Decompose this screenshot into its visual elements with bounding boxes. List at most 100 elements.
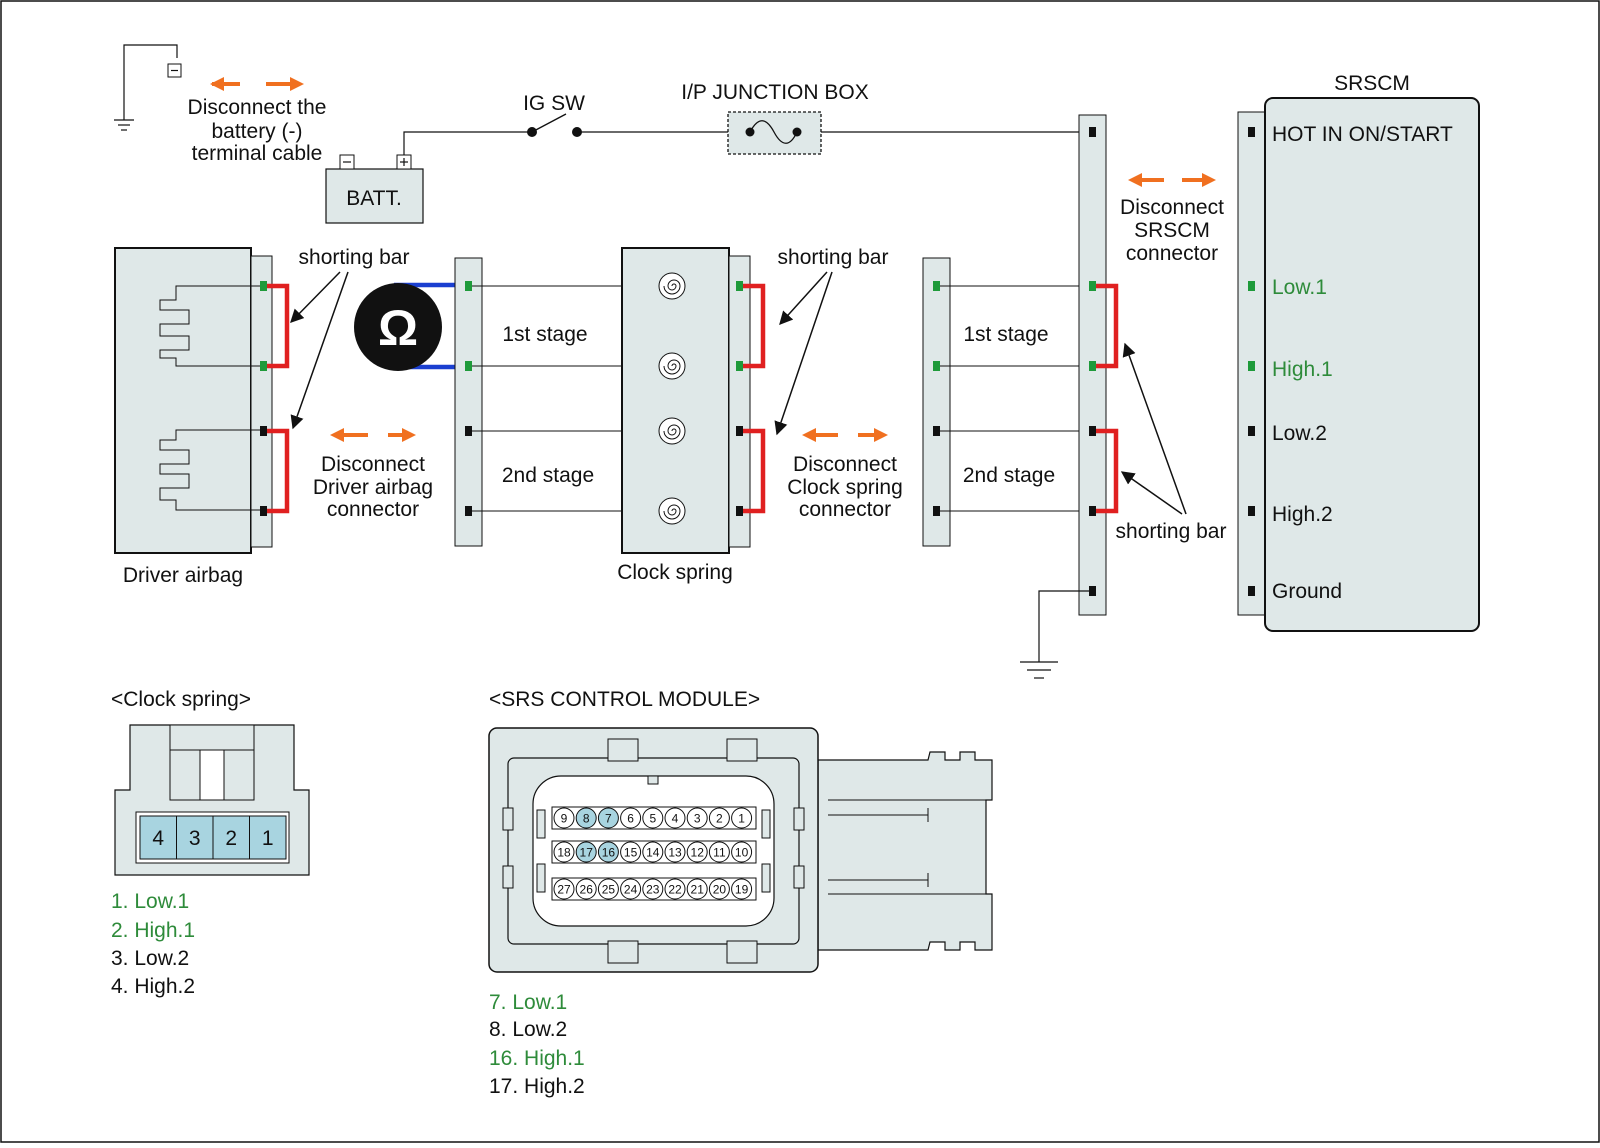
srs-pin-circle bbox=[575, 878, 597, 900]
shorting-bar-label-clock-spring: shorting bar bbox=[778, 246, 889, 269]
clock-spring-pin-cell bbox=[212, 815, 250, 860]
srs-pin-number: 23 bbox=[646, 883, 660, 897]
srs-pin-circle bbox=[731, 841, 753, 863]
ignition-switch bbox=[527, 113, 582, 137]
junction-box-fuse bbox=[727, 111, 822, 155]
srs-pin-number: 4 bbox=[672, 812, 679, 826]
srs-module-legend-3: 16. High.1 bbox=[489, 1047, 585, 1070]
harness-connector-right bbox=[922, 257, 951, 547]
stage-1-label-left: 1st stage bbox=[502, 323, 587, 346]
clock-spring-pin-number: 2 bbox=[225, 827, 237, 850]
srs-pin-circle bbox=[642, 878, 664, 900]
battery-label: BATT. bbox=[346, 187, 402, 210]
shorting-bar-label-airbag: shorting bar bbox=[299, 246, 410, 269]
srscm-title: SRSCM bbox=[1334, 72, 1410, 95]
srs-pin-number: 6 bbox=[627, 812, 634, 826]
airbag-disconnect-arrow bbox=[330, 428, 416, 442]
srs-pin-number: 27 bbox=[557, 883, 571, 897]
srs-module-legend-4: 17. High.2 bbox=[489, 1075, 585, 1098]
srs-pin-number: 1 bbox=[738, 812, 745, 826]
srs-pin-number: 21 bbox=[691, 883, 705, 897]
srs-pin-circle bbox=[642, 807, 664, 829]
clock-spring-pin-cell bbox=[139, 815, 177, 860]
battery-disconnect-label-2: battery (-) bbox=[211, 120, 302, 143]
srs-pin-circle bbox=[620, 841, 642, 863]
junction-box-label: I/P JUNCTION BOX bbox=[681, 81, 868, 104]
srs-pin-number: 7 bbox=[605, 812, 612, 826]
srs-pin-number: 24 bbox=[624, 883, 638, 897]
srs-pin-number: 11 bbox=[713, 846, 726, 860]
srs-pin-number: 3 bbox=[694, 812, 701, 826]
srs-pin-number: 13 bbox=[668, 846, 682, 860]
ground-wire bbox=[1020, 590, 1092, 679]
ohmmeter-symbol: Ω bbox=[378, 300, 418, 356]
clock-spring-pin-number: 3 bbox=[189, 827, 201, 850]
driver-airbag-module bbox=[114, 247, 273, 554]
shorting-bar-pointers-srscm bbox=[1120, 342, 1187, 515]
srs-pin-circle bbox=[597, 841, 619, 863]
battery-ground-symbol bbox=[114, 44, 182, 131]
clock-spring-label: Clock spring bbox=[617, 561, 733, 584]
clock-spring-legend-4: 4. High.2 bbox=[111, 975, 195, 998]
shorting-bar-label-srscm: shorting bar bbox=[1116, 520, 1227, 543]
srs-pin-circle bbox=[553, 807, 575, 829]
power-feed-wire bbox=[403, 131, 530, 155]
srs-pin-number: 16 bbox=[602, 846, 616, 860]
srs-pin-circle bbox=[686, 878, 708, 900]
srs-pin-circle bbox=[731, 807, 753, 829]
srs-module-connector-title: <SRS CONTROL MODULE> bbox=[489, 688, 760, 711]
srs-module-legend-2: 8. Low.2 bbox=[489, 1018, 567, 1041]
srs-pin-number: 22 bbox=[668, 883, 682, 897]
srscm-pin-ground: Ground bbox=[1272, 580, 1342, 603]
shorting-bar-pointers-clock-spring bbox=[774, 271, 833, 436]
srs-pin-circle bbox=[686, 807, 708, 829]
ig-switch-label: IG SW bbox=[523, 92, 585, 115]
airbag-disconnect-label-2: Driver airbag bbox=[313, 476, 433, 499]
battery-disconnect-label-1: Disconnect the bbox=[188, 96, 327, 119]
clock-spring-pin-number: 4 bbox=[152, 827, 164, 850]
srs-pin-number: 15 bbox=[624, 846, 638, 860]
stage-1-label-right: 1st stage bbox=[963, 323, 1048, 346]
srscm-pin-high-2: High.2 bbox=[1272, 503, 1333, 526]
clock-spring-connector-title: <Clock spring> bbox=[111, 688, 251, 711]
driver-airbag-label: Driver airbag bbox=[123, 564, 243, 587]
srs-pin-circle bbox=[553, 841, 575, 863]
srs-pin-circle bbox=[664, 841, 686, 863]
srs-pin-number: 12 bbox=[691, 846, 705, 860]
stage-2-label-left: 2nd stage bbox=[502, 464, 594, 487]
srs-pin-circle bbox=[708, 878, 730, 900]
srs-pin-number: 2 bbox=[716, 812, 723, 826]
srs-pin-number: 9 bbox=[561, 812, 568, 826]
clock-spring-disconnect-arrow bbox=[802, 428, 888, 442]
battery bbox=[325, 154, 424, 224]
clock-spring-disconnect-label-3: connector bbox=[799, 498, 891, 521]
srscm-pin-high-1: High.1 bbox=[1272, 358, 1333, 381]
clock-spring-pin-cell bbox=[176, 815, 214, 860]
srs-pin-number: 5 bbox=[649, 812, 656, 826]
srs-pin-circle bbox=[731, 878, 753, 900]
srs-pin-number: 26 bbox=[580, 883, 594, 897]
harness-wires-right bbox=[936, 285, 1092, 512]
srs-pin-number: 25 bbox=[602, 883, 616, 897]
srs-pin-circle bbox=[597, 807, 619, 829]
battery-disconnect-arrow bbox=[210, 77, 304, 91]
srscm-pin-low-2: Low.2 bbox=[1272, 422, 1327, 445]
srscm-disconnect-arrow bbox=[1128, 173, 1216, 187]
clock-spring-pin-cell bbox=[249, 815, 287, 860]
srs-pin-number: 17 bbox=[580, 846, 594, 860]
srs-pin-circle bbox=[575, 807, 597, 829]
shorting-bars bbox=[267, 283, 1119, 514]
shorting-bar-pointers-airbag bbox=[290, 271, 349, 430]
srs-pin-circle bbox=[620, 807, 642, 829]
srs-pin-circle bbox=[597, 878, 619, 900]
clock-spring-legend-2: 2. High.1 bbox=[111, 919, 195, 942]
clock-spring-module bbox=[621, 247, 751, 554]
harness-connector-left bbox=[454, 257, 483, 547]
srs-pin-number: 18 bbox=[557, 846, 571, 860]
battery-disconnect-label-3: terminal cable bbox=[192, 142, 323, 165]
stage-2-label-right: 2nd stage bbox=[963, 464, 1055, 487]
srs-pin-circle bbox=[664, 878, 686, 900]
